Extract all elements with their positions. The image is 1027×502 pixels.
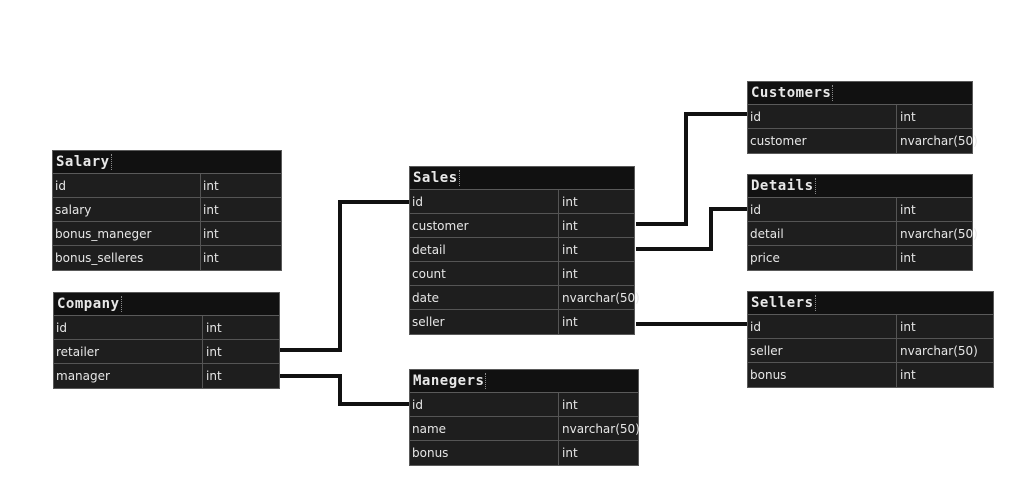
column-type: nvarchar(50) — [562, 291, 640, 305]
column-name: id — [412, 195, 423, 209]
column-name: date — [412, 291, 440, 305]
table-title: Sales — [410, 167, 634, 190]
column-name: id — [412, 398, 423, 412]
table-row[interactable]: id int — [53, 174, 281, 198]
column-name: manager — [56, 369, 110, 383]
link-sales-customer-to-customers-id — [636, 112, 748, 226]
link-sales-detail-to-details-id — [636, 207, 748, 251]
column-type: int — [562, 398, 578, 412]
column-type: int — [900, 110, 916, 124]
column-type: nvarchar(50) — [900, 134, 978, 148]
column-name: id — [56, 321, 67, 335]
column-name: seller — [412, 315, 445, 329]
column-name: id — [750, 110, 761, 124]
column-type: int — [206, 321, 222, 335]
column-type: nvarchar(50) — [562, 422, 640, 436]
column-type: int — [900, 203, 916, 217]
column-name: bonus — [750, 368, 787, 382]
column-type: int — [900, 368, 916, 382]
table-row[interactable]: name nvarchar(50) — [410, 417, 640, 441]
column-type: int — [203, 251, 219, 265]
link-company-manager-to-manegers-id — [279, 374, 410, 406]
table-title: Customers — [748, 82, 972, 105]
table-title: Salary — [53, 151, 281, 174]
table-row[interactable]: id int — [54, 316, 279, 340]
column-type: int — [206, 369, 222, 383]
table-row[interactable]: id int — [410, 190, 634, 214]
column-type: int — [562, 267, 578, 281]
column-type: int — [562, 219, 578, 233]
table-manegers[interactable]: Manegers id int name nvarchar(50) bonus int — [409, 369, 640, 466]
table-row[interactable]: id int — [748, 315, 993, 339]
table-row[interactable]: seller nvarchar(50) — [748, 339, 993, 363]
table-row[interactable]: customer nvarchar(50) — [748, 129, 978, 153]
column-name: id — [55, 179, 66, 193]
table-row[interactable]: date nvarchar(50) — [410, 286, 640, 310]
column-name: bonus_maneger — [55, 227, 152, 241]
table-sales[interactable]: Sales id int customer int detail int count i… — [409, 166, 640, 335]
table-row[interactable]: detail nvarchar(50) — [748, 222, 978, 246]
column-type: int — [203, 203, 219, 217]
column-name: seller — [750, 344, 783, 358]
column-name: detail — [412, 243, 446, 257]
column-name: name — [412, 422, 447, 436]
column-type: int — [562, 243, 578, 257]
table-row[interactable]: id int — [410, 393, 638, 417]
table-row[interactable]: manager int — [54, 364, 279, 388]
table-row[interactable]: bonus int — [410, 441, 638, 465]
table-row[interactable]: id int — [748, 105, 972, 129]
column-type: nvarchar(50) — [900, 344, 978, 358]
column-type: nvarchar(50) — [900, 227, 978, 241]
table-title: Details — [748, 175, 972, 198]
table-title: Company — [54, 293, 279, 316]
column-type: int — [900, 320, 916, 334]
column-name: retailer — [56, 345, 100, 359]
table-title: Manegers — [410, 370, 638, 393]
column-name: id — [750, 203, 761, 217]
table-row[interactable]: retailer int — [54, 340, 279, 364]
column-name: bonus_selleres — [55, 251, 144, 265]
table-row[interactable]: salary int — [53, 198, 281, 222]
table-company[interactable]: Company id int retailer int manager int — [53, 292, 280, 389]
column-type: int — [562, 446, 578, 460]
table-customers[interactable]: Customers id int customer nvarchar(50) — [747, 81, 978, 154]
column-name: bonus — [412, 446, 449, 460]
table-details[interactable]: Details id int detail nvarchar(50) price in… — [747, 174, 978, 271]
column-type: int — [203, 227, 219, 241]
column-type: int — [206, 345, 222, 359]
column-name: count — [412, 267, 446, 281]
column-name: salary — [55, 203, 92, 217]
column-name: id — [750, 320, 761, 334]
column-name: detail — [750, 227, 784, 241]
table-row[interactable]: bonus_maneger int — [53, 222, 281, 246]
table-row[interactable]: customer int — [410, 214, 634, 238]
table-row[interactable]: price int — [748, 246, 972, 270]
table-row[interactable]: bonus_selleres int — [53, 246, 281, 270]
table-row[interactable]: id int — [748, 198, 972, 222]
column-type: int — [203, 179, 219, 193]
link-company-retailer-to-sales-id — [279, 200, 410, 352]
column-type: int — [562, 315, 578, 329]
column-type: int — [562, 195, 578, 209]
table-sellers[interactable]: Sellers id int seller nvarchar(50) bonus in… — [747, 291, 994, 388]
column-name: customer — [750, 134, 807, 148]
table-row[interactable]: seller int — [410, 310, 634, 334]
table-row[interactable]: count int — [410, 262, 634, 286]
column-name: price — [750, 251, 780, 265]
column-type: int — [900, 251, 916, 265]
column-name: customer — [412, 219, 469, 233]
table-title: Sellers — [748, 292, 993, 315]
table-row[interactable]: bonus int — [748, 363, 993, 387]
table-row[interactable]: detail int — [410, 238, 634, 262]
